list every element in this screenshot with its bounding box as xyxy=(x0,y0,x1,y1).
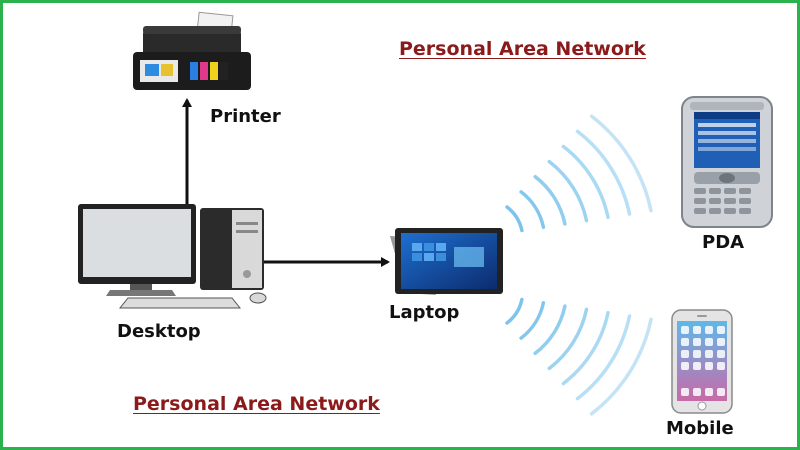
desktop-computer-icon xyxy=(78,204,267,309)
wireless-signal-icon xyxy=(505,297,653,416)
desktop-label: Desktop xyxy=(117,321,201,342)
diagram-title-top: Personal Area Network xyxy=(399,38,646,60)
printer-label: Printer xyxy=(210,106,281,127)
pda-label: PDA xyxy=(702,232,745,253)
printer-icon xyxy=(133,11,251,90)
wireless-signal-icon xyxy=(505,114,653,233)
mobile-label: Mobile xyxy=(666,418,734,439)
smartphone-icon xyxy=(671,309,733,414)
laptop-icon xyxy=(390,228,503,295)
pda-device-icon xyxy=(681,96,773,228)
laptop-label: Laptop xyxy=(389,302,460,323)
diagram-title-bottom: Personal Area Network xyxy=(133,393,380,415)
